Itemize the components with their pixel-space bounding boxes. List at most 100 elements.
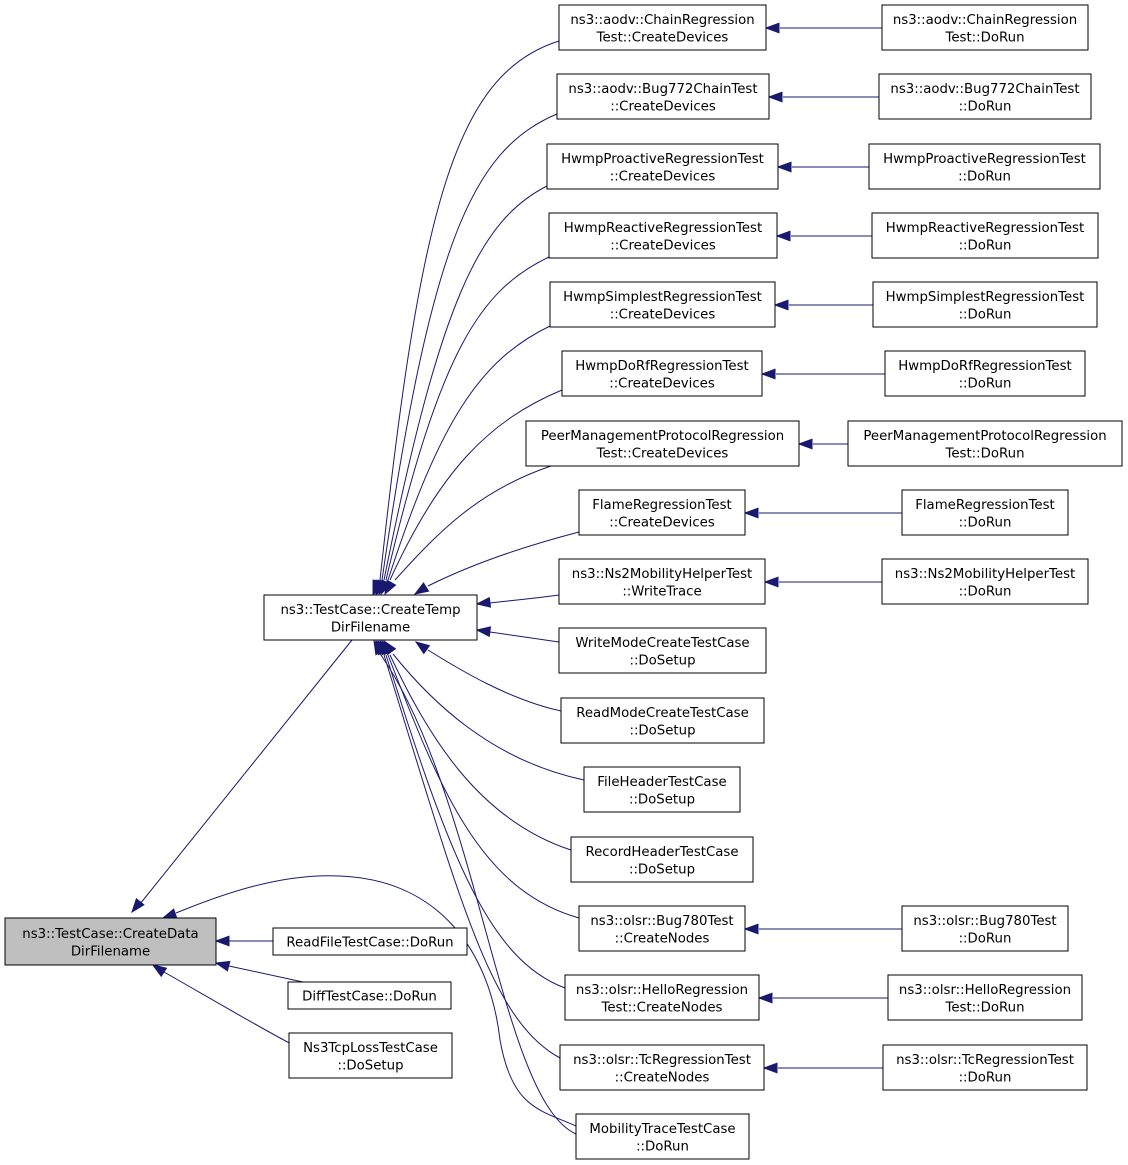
node-n3[interactable]: DiffTestCase::DoRun — [287, 981, 452, 1010]
node-box[interactable] — [546, 143, 779, 190]
node-label-line: ::DoSetup — [337, 1058, 403, 1073]
node-n15[interactable]: WriteModeCreateTestCase::DoSetup — [558, 627, 767, 674]
arrowhead — [762, 1062, 778, 1074]
node-box[interactable] — [558, 558, 766, 605]
node-box[interactable] — [871, 212, 1099, 259]
node-box[interactable] — [578, 905, 746, 952]
node-label-line: ::CreateDevices — [610, 99, 716, 114]
node-box[interactable] — [578, 489, 746, 536]
node-box[interactable] — [561, 350, 763, 397]
node-label-line: ::DoRun — [636, 1139, 689, 1154]
edge-n14-to-n1 — [475, 594, 560, 608]
node-box[interactable] — [868, 143, 1101, 190]
node-box[interactable] — [901, 905, 1069, 952]
node-box[interactable] — [556, 73, 770, 120]
node-label-line: ::DoRun — [958, 169, 1011, 184]
node-n12[interactable]: PeerManagementProtocolRegressionTest::Cr… — [525, 420, 800, 467]
node-box[interactable] — [272, 927, 468, 956]
node-box[interactable] — [288, 1032, 453, 1079]
node-n28[interactable]: PeerManagementProtocolRegressionTest::Do… — [847, 420, 1123, 467]
node-n29[interactable]: FlameRegressionTest::DoRun — [901, 489, 1069, 536]
node-label-line: HwmpReactiveRegressionTest — [564, 221, 762, 236]
node-label-line: ns3::olsr::Bug780Test — [590, 914, 733, 929]
node-label-line: ::DoRun — [959, 931, 1012, 946]
node-n6[interactable]: ns3::aodv::ChainRegressionTest::CreateDe… — [558, 4, 767, 51]
node-box[interactable] — [564, 974, 760, 1021]
node-label-line: ns3::olsr::HelloRegression — [899, 983, 1071, 998]
node-n11[interactable]: HwmpDoRfRegressionTest::CreateDevices — [561, 350, 763, 397]
edge-n18-to-n1 — [381, 639, 572, 851]
node-box[interactable] — [872, 281, 1098, 328]
node-box[interactable] — [525, 420, 800, 467]
node-box[interactable] — [560, 697, 765, 744]
edge-line — [489, 631, 560, 643]
node-box[interactable] — [901, 489, 1069, 536]
node-box[interactable] — [558, 4, 767, 51]
node-n5[interactable]: MobilityTraceTestCase::DoRun — [575, 1113, 750, 1160]
edge-n27-to-n11 — [760, 368, 885, 380]
node-box[interactable] — [878, 73, 1092, 120]
node-label-line: RecordHeaderTestCase — [585, 845, 738, 860]
node-label-line: ns3::aodv::Bug772ChainTest — [568, 82, 757, 97]
node-n19[interactable]: ns3::olsr::Bug780Test::CreateNodes — [578, 905, 746, 952]
root-node-box[interactable] — [4, 917, 217, 966]
node-n7[interactable]: ns3::aodv::Bug772ChainTest::CreateDevice… — [556, 73, 770, 120]
node-n2[interactable]: ReadFileTestCase::DoRun — [272, 927, 468, 956]
node-box[interactable] — [887, 974, 1083, 1021]
node-n17[interactable]: FileHeaderTestCase::DoSetup — [583, 766, 741, 813]
arrowhead — [743, 507, 759, 519]
node-label-line: FlameRegressionTest — [592, 498, 732, 513]
edge-n13-to-n1 — [413, 531, 580, 595]
arrowhead — [384, 579, 397, 596]
node-label-line: DirFilename — [331, 620, 410, 635]
node-box[interactable] — [263, 594, 478, 641]
node-box[interactable] — [881, 4, 1089, 51]
edge-line — [383, 185, 548, 581]
node-n16[interactable]: ReadModeCreateTestCase::DoSetup — [560, 697, 765, 744]
node-box[interactable] — [287, 981, 452, 1010]
node-n10[interactable]: HwmpSimplestRegressionTest::CreateDevice… — [549, 281, 776, 328]
node-n9[interactable]: HwmpReactiveRegressionTest::CreateDevice… — [548, 212, 778, 259]
node-label-line: ::DoRun — [959, 515, 1012, 530]
node-n14[interactable]: ns3::Ns2MobilityHelperTest::WriteTrace — [558, 558, 766, 605]
arrowhead — [475, 626, 492, 638]
node-n21[interactable]: ns3::olsr::TcRegressionTest::CreateNodes — [559, 1044, 765, 1091]
node-n13[interactable]: FlameRegressionTest::CreateDevices — [578, 489, 746, 536]
node-box[interactable] — [884, 350, 1086, 397]
node-n27[interactable]: HwmpDoRfRegressionTest::DoRun — [884, 350, 1086, 397]
node-box[interactable] — [570, 836, 754, 883]
node-n26[interactable]: HwmpSimplestRegressionTest::DoRun — [872, 281, 1098, 328]
node-box[interactable] — [549, 281, 776, 328]
node-n23[interactable]: ns3::aodv::Bug772ChainTest::DoRun — [878, 73, 1092, 120]
node-label-line: Test::CreateDevices — [596, 30, 729, 45]
node-box[interactable] — [558, 627, 767, 674]
node-box[interactable] — [882, 1044, 1088, 1091]
edge-line — [387, 654, 580, 919]
node-n24[interactable]: HwmpProactiveRegressionTest::DoRun — [868, 143, 1101, 190]
edge-layer — [131, 22, 902, 1135]
node-label-line: ::DoRun — [959, 1070, 1012, 1085]
node-box[interactable] — [583, 766, 741, 813]
node-label-line: ns3::olsr::Bug780Test — [913, 914, 1056, 929]
edge-n17-to-n1 — [383, 639, 585, 781]
node-box[interactable] — [881, 558, 1089, 605]
edge-line — [139, 639, 353, 905]
node-n33[interactable]: ns3::olsr::TcRegressionTest::DoRun — [882, 1044, 1088, 1091]
node-box[interactable] — [575, 1113, 750, 1160]
node-n18[interactable]: RecordHeaderTestCase::DoSetup — [570, 836, 754, 883]
node-n8[interactable]: HwmpProactiveRegressionTest::CreateDevic… — [546, 143, 779, 190]
node-n20[interactable]: ns3::olsr::HelloRegressionTest::CreateNo… — [564, 974, 760, 1021]
edge-n12-to-n1 — [384, 465, 552, 596]
node-box[interactable] — [847, 420, 1123, 467]
node-n31[interactable]: ns3::olsr::Bug780Test::DoRun — [901, 905, 1069, 952]
node-n30[interactable]: ns3::Ns2MobilityHelperTest::DoRun — [881, 558, 1089, 605]
edge-n8-to-n1 — [375, 185, 548, 596]
node-n4[interactable]: Ns3TcpLossTestCase::DoSetup — [288, 1032, 453, 1079]
node-box[interactable] — [559, 1044, 765, 1091]
node-box[interactable] — [548, 212, 778, 259]
node-n25[interactable]: HwmpReactiveRegressionTest::DoRun — [871, 212, 1099, 259]
